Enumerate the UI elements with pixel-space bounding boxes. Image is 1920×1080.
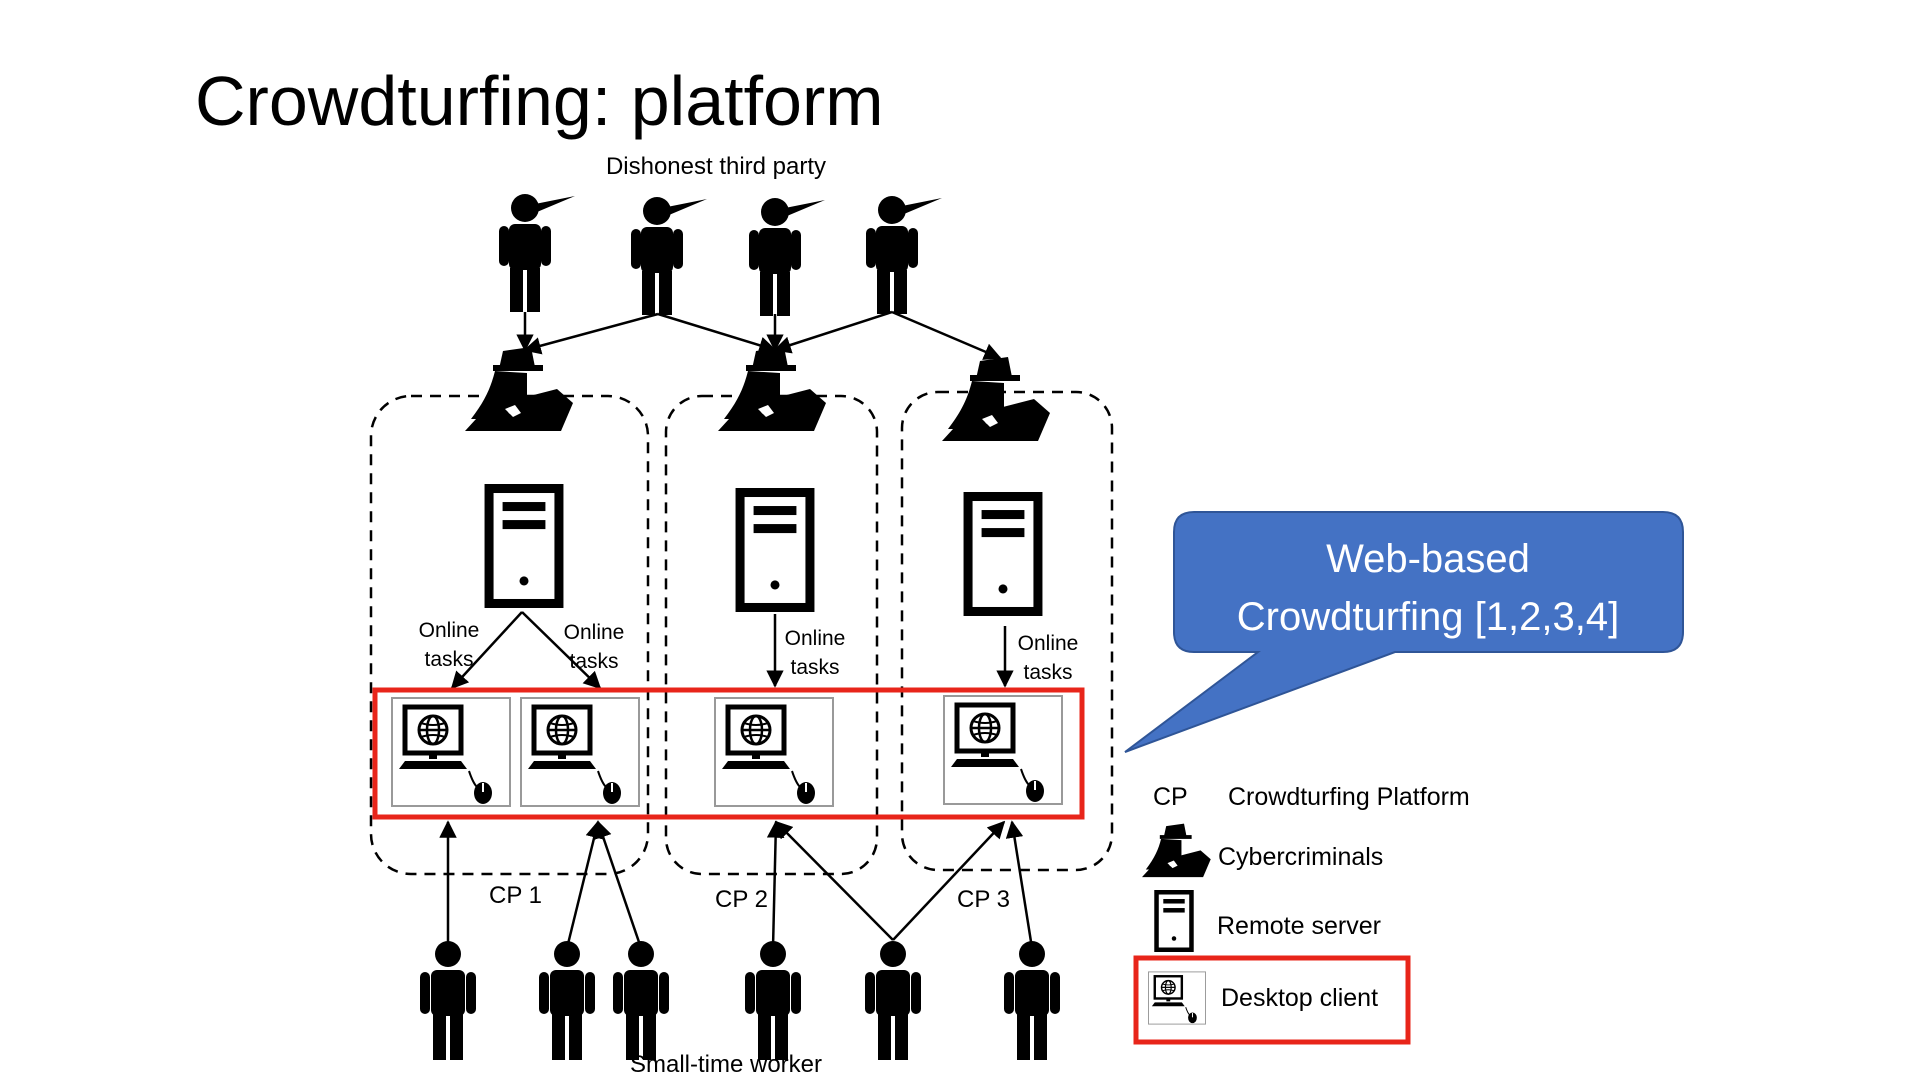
worker-icon bbox=[745, 941, 801, 1060]
online-tasks-labels: Online tasks Online tasks Online tasks O… bbox=[419, 619, 1079, 684]
desktop-client-icon bbox=[715, 698, 833, 806]
legend-client-icon bbox=[1148, 970, 1206, 1026]
desktop-client-icon bbox=[521, 698, 639, 806]
platform-label-cp1: CP 1 bbox=[489, 882, 542, 909]
online-tasks-label: tasks bbox=[424, 648, 473, 671]
cybercriminal-icon bbox=[465, 347, 573, 431]
legend-server-icon bbox=[1157, 892, 1192, 949]
callout-line2: Crowdturfing [1,2,3,4] bbox=[1237, 595, 1619, 639]
online-tasks-label: Online bbox=[785, 627, 846, 650]
order-arrows bbox=[516, 310, 1002, 360]
platform-label-cp3: CP 3 bbox=[957, 886, 1010, 913]
task-arrows bbox=[450, 611, 1014, 690]
worker-icon bbox=[420, 941, 476, 1060]
web-based-callout: Web-based Crowdturfing [1,2,3,4] bbox=[1124, 511, 1684, 753]
remote-server-icon bbox=[968, 497, 1038, 612]
legend-server-text: Remote server bbox=[1217, 912, 1381, 940]
dishonest-person-icon bbox=[499, 194, 575, 312]
online-tasks-label: tasks bbox=[569, 650, 618, 673]
desktop-clients-highlight bbox=[372, 687, 1085, 820]
online-tasks-label: Online bbox=[1018, 632, 1079, 655]
platform-cp2-boundary bbox=[664, 394, 879, 876]
platform-labels: CP 1 CP 2 CP 3 bbox=[489, 882, 1010, 913]
online-tasks-label: Online bbox=[564, 621, 625, 644]
callout-line1: Web-based bbox=[1326, 537, 1530, 581]
legend-client-highlight bbox=[1133, 955, 1411, 1045]
remote-server-icon bbox=[489, 489, 559, 604]
callout-bubble bbox=[1124, 511, 1684, 753]
legend-cybercriminal-icon bbox=[1142, 823, 1211, 878]
page-title: Crowdturfing: platform bbox=[195, 62, 884, 140]
online-tasks-label: tasks bbox=[790, 656, 839, 679]
dishonest-person-icon bbox=[631, 197, 707, 315]
legend-cyber-text: Cybercriminals bbox=[1218, 843, 1383, 871]
desktop-client-icon bbox=[944, 696, 1062, 804]
cybercriminal-icon bbox=[942, 357, 1050, 441]
dishonest-person-icon bbox=[749, 198, 825, 316]
legend-cp-abbrev: CP bbox=[1153, 783, 1188, 811]
online-tasks-label: tasks bbox=[1023, 661, 1072, 684]
legend-cp-text: Crowdturfing Platform bbox=[1228, 783, 1470, 811]
remote-server-icon bbox=[740, 493, 810, 608]
online-tasks-label: Online bbox=[419, 619, 480, 642]
legend-client-text: Desktop client bbox=[1221, 984, 1378, 1012]
small-time-worker-label: Small-time worker bbox=[630, 1051, 822, 1078]
legend: CP Crowdturfing Platform Cybercriminals … bbox=[1133, 783, 1470, 1045]
platform-label-cp2: CP 2 bbox=[715, 886, 768, 913]
worker-icon bbox=[539, 941, 595, 1060]
worker-arrows bbox=[439, 820, 1034, 949]
cybercriminal-icon bbox=[718, 347, 826, 431]
desktop-client-icon bbox=[392, 698, 510, 806]
worker-icon bbox=[1004, 941, 1060, 1060]
worker-icon bbox=[865, 941, 921, 1060]
dishonest-person-icon bbox=[866, 196, 942, 314]
worker-icon bbox=[613, 941, 669, 1060]
dishonest-third-party-label: Dishonest third party bbox=[606, 153, 826, 180]
platform-cp3-boundary bbox=[900, 390, 1114, 872]
